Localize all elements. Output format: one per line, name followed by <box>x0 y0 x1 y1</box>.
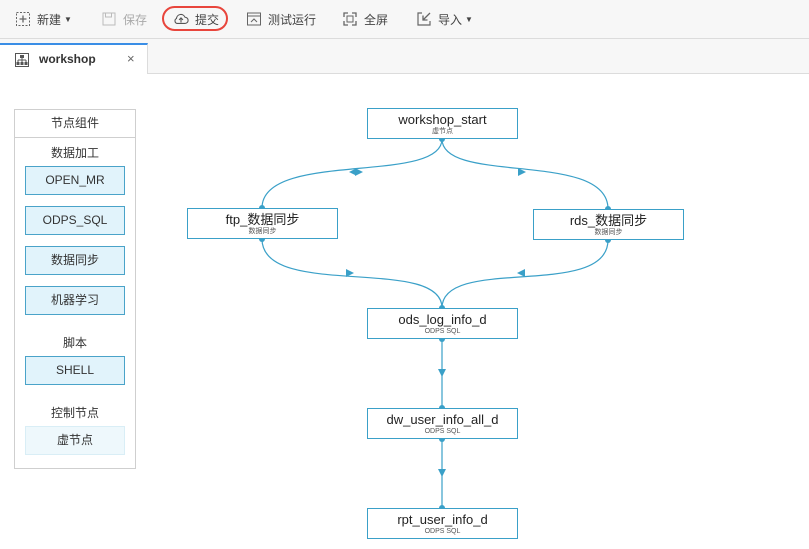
import-button[interactable]: 导入 ▼ <box>416 0 473 38</box>
submit-button[interactable]: 提交 <box>173 0 219 38</box>
node-workshop-start[interactable]: workshop_start 虚节点 <box>367 108 518 139</box>
palette-item-data-sync[interactable]: 数据同步 <box>25 246 125 275</box>
import-label: 导入 <box>438 12 463 27</box>
arrow-ftp-ods <box>346 269 354 277</box>
palette-item-open-mr[interactable]: OPEN_MR <box>25 166 125 195</box>
test-run-icon <box>246 11 262 27</box>
edge-start-to-ftp <box>261 138 443 209</box>
chevron-down-icon: ▼ <box>465 14 473 24</box>
palette-item-odps-sql[interactable]: ODPS_SQL <box>25 206 125 235</box>
tab-bar: workshop × <box>0 39 809 74</box>
palette-group-label: 脚本 <box>62 336 87 350</box>
edge-start-to-rds <box>441 138 609 210</box>
toolbar: 新建 ▼ 保存 提交 测试运行 全屏 导入 ▼ <box>0 0 809 39</box>
arrow-dw-rpt <box>438 469 446 477</box>
palette-group-label: 控制节点 <box>50 406 99 420</box>
new-label: 新建 <box>37 12 62 27</box>
arrow-ods-dw <box>438 369 446 377</box>
node-palette: 节点组件 数据加工 OPEN_MR ODPS_SQL 数据同步 机器学习 脚本 … <box>14 109 136 469</box>
palette-title: 节点组件 <box>15 110 135 138</box>
arrow-rds-ods <box>517 269 525 277</box>
palette-group-label: 数据加工 <box>50 146 99 160</box>
node-type: ODPS SQL <box>424 328 461 335</box>
fullscreen-button[interactable]: 全屏 <box>342 0 388 38</box>
node-name: rpt_user_info_d <box>397 512 488 527</box>
save-label: 保存 <box>123 12 148 27</box>
edge-ftp-to-ods <box>261 238 443 309</box>
save-icon <box>101 11 117 27</box>
node-name: rds_数据同步 <box>569 213 648 228</box>
node-name: ods_log_info_d <box>398 312 487 327</box>
node-ftp-data-sync[interactable]: ftp_数据同步 数据同步 <box>187 208 338 239</box>
node-type: ODPS SQL <box>424 528 461 535</box>
node-type: 虚节点 <box>432 128 453 135</box>
submit-highlight-ring <box>162 6 228 31</box>
fullscreen-icon <box>342 11 358 27</box>
palette-item-shell[interactable]: SHELL <box>25 356 125 385</box>
node-rds-data-sync[interactable]: rds_数据同步 数据同步 <box>533 209 684 240</box>
node-type: 数据同步 <box>248 228 277 235</box>
node-dw-user-info-all-d[interactable]: dw_user_info_all_d ODPS SQL <box>367 408 518 439</box>
submit-label: 提交 <box>195 12 220 27</box>
node-name: ftp_数据同步 <box>225 212 300 227</box>
node-name: workshop_start <box>398 112 487 127</box>
chevron-down-icon: ▼ <box>64 14 72 24</box>
save-button[interactable]: 保存 <box>101 0 147 38</box>
new-button[interactable]: 新建 ▼ <box>15 0 72 38</box>
cloud-upload-icon <box>173 11 189 27</box>
tab-workshop[interactable]: workshop × <box>0 43 148 74</box>
palette-item-virtual-node[interactable]: 虚节点 <box>25 426 125 455</box>
node-ods-log-info-d[interactable]: ods_log_info_d ODPS SQL <box>367 308 518 339</box>
arrow-start-ftp <box>355 168 363 176</box>
close-icon[interactable]: × <box>127 51 135 66</box>
arrow-start-rds <box>518 168 526 176</box>
import-icon <box>416 11 432 27</box>
node-name: dw_user_info_all_d <box>386 412 499 427</box>
node-rpt-user-info-d[interactable]: rpt_user_info_d ODPS SQL <box>367 508 518 539</box>
node-type: 数据同步 <box>594 229 623 236</box>
test-run-button[interactable]: 测试运行 <box>246 0 316 38</box>
workflow-icon <box>15 53 29 67</box>
node-type: ODPS SQL <box>424 428 461 435</box>
new-file-icon <box>15 11 31 27</box>
tab-label: workshop <box>39 52 96 66</box>
palette-item-machine-learning[interactable]: 机器学习 <box>25 286 125 315</box>
test-run-label: 测试运行 <box>268 12 317 27</box>
fullscreen-label: 全屏 <box>364 12 389 27</box>
